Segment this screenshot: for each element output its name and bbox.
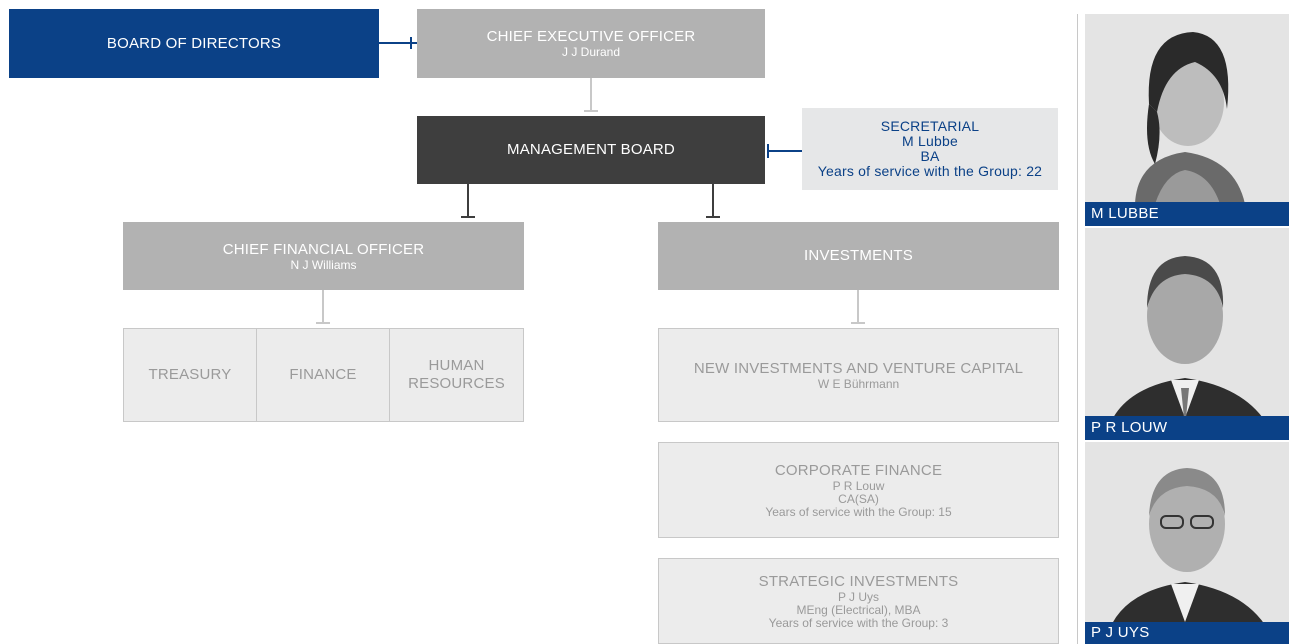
connector-mgmt-cfo [467, 184, 469, 218]
connector-board-ceo-end [410, 37, 412, 49]
strategic-investments-box: STRATEGIC INVESTMENTS P J Uys MEng (Elec… [658, 558, 1059, 644]
person-silhouette-icon [1085, 14, 1289, 226]
portrait-caption-p-j-uys: P J UYS [1085, 622, 1289, 644]
human-resources-box: HUMAN RESOURCES [389, 328, 524, 422]
management-label: MANAGEMENT BOARD [507, 141, 675, 158]
strategic-investments-qualification: MEng (Electrical), MBA [796, 602, 921, 617]
corporate-finance-name: P R Louw [832, 478, 885, 493]
cfo-name: N J Williams [290, 257, 357, 272]
secretarial-box: SECRETARIAL M Lubbe BA Years of service … [802, 108, 1058, 190]
cfo-title: CHIEF FINANCIAL OFFICER [222, 240, 425, 258]
portrait-m-lubbe: M LUBBE [1085, 14, 1289, 226]
connector-board-ceo [379, 42, 417, 44]
board-of-directors-box: BOARD OF DIRECTORS [9, 9, 379, 78]
ceo-box: CHIEF EXECUTIVE OFFICER J J Durand [417, 9, 765, 78]
ceo-name: J J Durand [561, 45, 621, 59]
strategic-investments-title: STRATEGIC INVESTMENTS [758, 572, 959, 590]
connector-mgmt-investments [712, 184, 714, 218]
investments-label: INVESTMENTS [804, 247, 913, 264]
new-investments-name: W E Bührmann [817, 376, 900, 391]
connector-cfo-units-end [316, 322, 330, 324]
portrait-caption-p-r-louw: P R LOUW [1085, 416, 1289, 440]
corporate-finance-box: CORPORATE FINANCE P R Louw CA(SA) Years … [658, 442, 1059, 538]
vertical-divider [1077, 14, 1078, 644]
person-silhouette-icon [1085, 228, 1289, 440]
connector-mgmt-cfo-end [461, 216, 475, 218]
connector-mgmt-secretarial [767, 150, 802, 152]
connector-ceo-mgmt [590, 78, 592, 112]
person-silhouette-icon [1085, 442, 1289, 644]
ceo-title: CHIEF EXECUTIVE OFFICER [486, 28, 696, 45]
finance-label: FINANCE [289, 366, 357, 383]
connector-ceo-mgmt-end [584, 110, 598, 112]
treasury-label: TREASURY [148, 366, 232, 383]
corporate-finance-qualification: CA(SA) [838, 491, 879, 506]
portrait-p-r-louw: P R LOUW [1085, 228, 1289, 440]
board-label: BOARD OF DIRECTORS [106, 34, 282, 52]
finance-box: FINANCE [256, 328, 390, 422]
portrait-p-j-uys: P J UYS [1085, 442, 1289, 644]
strategic-investments-name: P J Uys [837, 589, 880, 604]
strategic-investments-service: Years of service with the Group: 3 [768, 615, 949, 630]
treasury-box: TREASURY [123, 328, 257, 422]
investments-box: INVESTMENTS [658, 222, 1059, 290]
human-resources-label-line1: HUMAN [428, 357, 485, 374]
portrait-caption-m-lubbe: M LUBBE [1085, 202, 1289, 226]
secretarial-service: Years of service with the Group: 22 [817, 163, 1043, 179]
human-resources-label-line2: RESOURCES [408, 375, 505, 392]
new-investments-title: NEW INVESTMENTS AND VENTURE CAPITAL [693, 359, 1024, 377]
secretarial-title: SECRETARIAL [880, 118, 980, 134]
secretarial-name: M Lubbe [902, 133, 958, 149]
connector-mgmt-secretarial-end [767, 144, 769, 158]
corporate-finance-service: Years of service with the Group: 15 [765, 504, 952, 519]
connector-cfo-units [322, 290, 324, 324]
connector-investments-units [857, 290, 859, 324]
connector-mgmt-investments-end [706, 216, 720, 218]
connector-investments-units-end [851, 322, 865, 324]
corporate-finance-title: CORPORATE FINANCE [774, 461, 943, 479]
new-investments-box: NEW INVESTMENTS AND VENTURE CAPITAL W E … [658, 328, 1059, 422]
secretarial-qualification: BA [920, 148, 940, 164]
management-board-box: MANAGEMENT BOARD [417, 116, 765, 184]
cfo-box: CHIEF FINANCIAL OFFICER N J Williams [123, 222, 524, 290]
